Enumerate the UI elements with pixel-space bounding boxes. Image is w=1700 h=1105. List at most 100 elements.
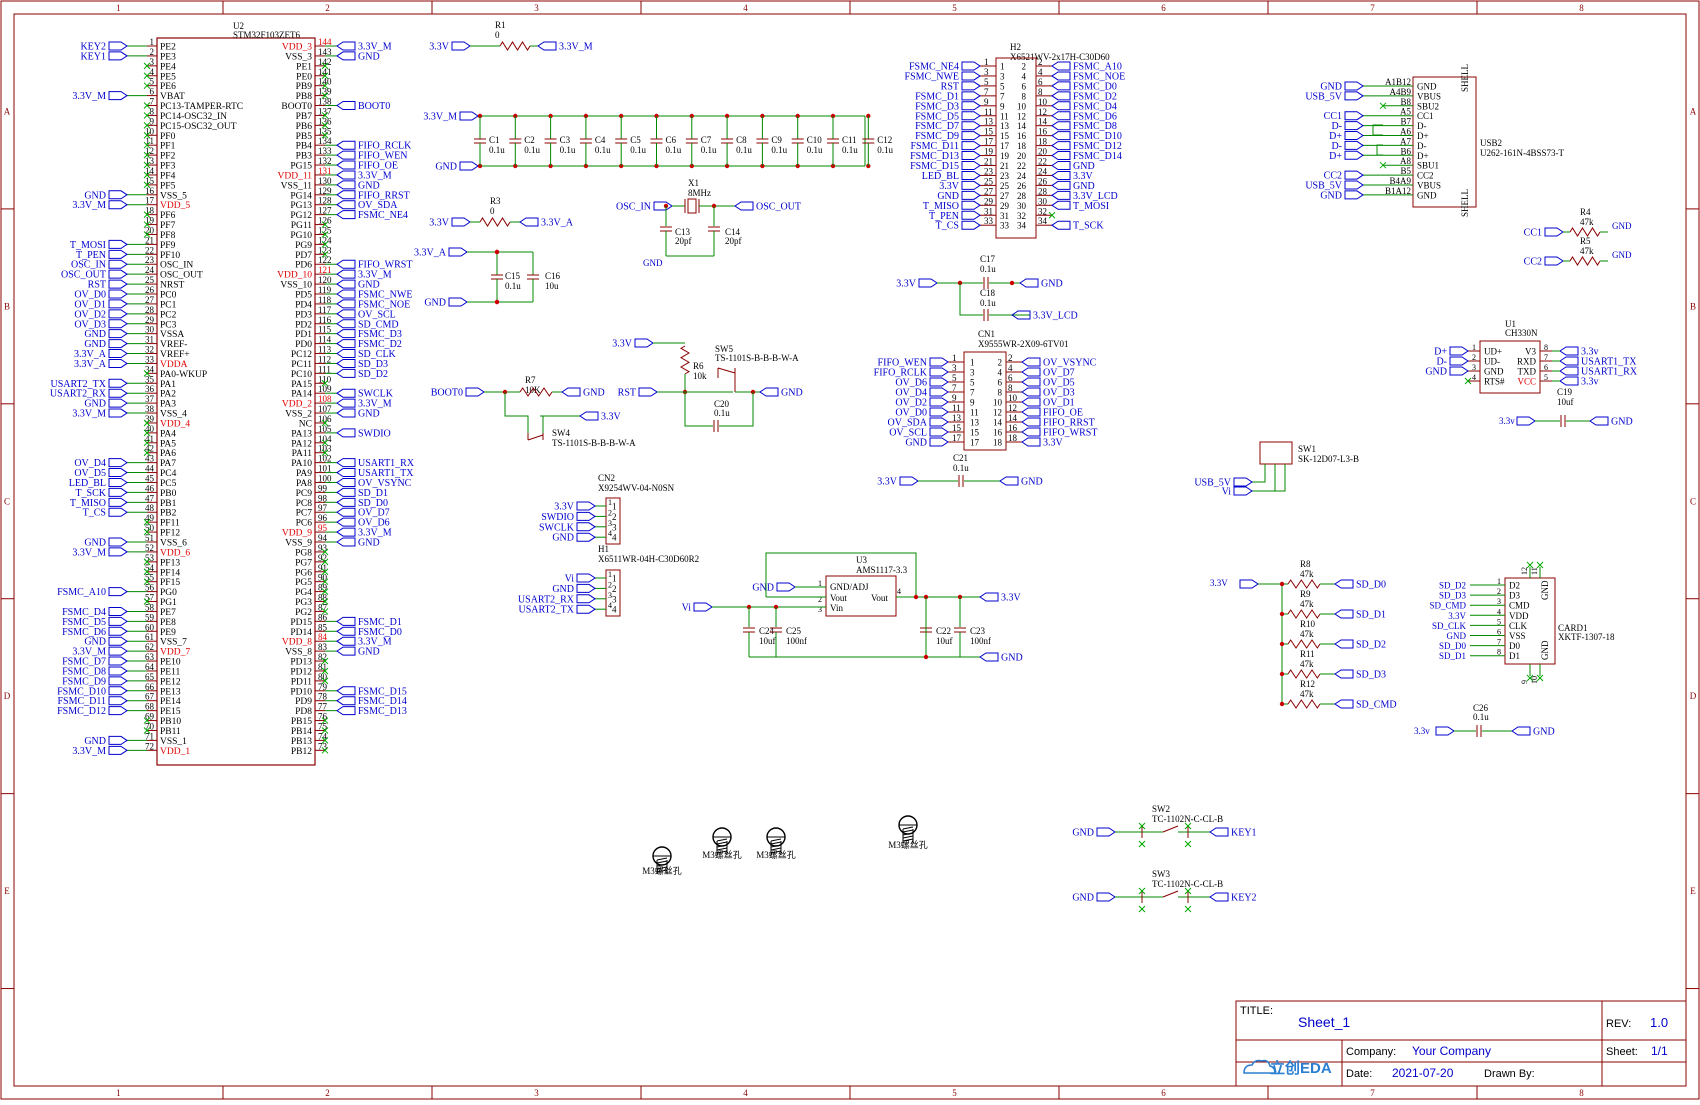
mcu-pin-name: PA15 (291, 380, 312, 390)
regulator-u3: U3AMS1117-3.3GND/ADJVoutVinVout1234GND3.… (682, 552, 1023, 664)
screw-thread (716, 841, 728, 845)
net-flag-arrow (961, 81, 981, 91)
net-label: USART2_RX (518, 594, 575, 605)
ref: R3 (490, 196, 501, 206)
pin-name: RXD (1517, 357, 1537, 367)
net-label: T_MISO (923, 201, 959, 212)
mcu-pin-name: PE1 (296, 62, 312, 72)
mcu-pin-number: 115 (318, 325, 332, 335)
net-flag: KEY2 (80, 41, 128, 53)
net-flag-arrow (1051, 170, 1071, 180)
wire (1252, 464, 1276, 492)
net-label: OV_D0 (74, 290, 106, 301)
net-flag: FSMC_D10 (1051, 131, 1122, 142)
screw-thread (770, 841, 782, 845)
net-flag-arrow (1051, 200, 1071, 210)
mcu-pin-number: 50 (145, 523, 155, 533)
mcu-pin-name: PC4 (160, 469, 177, 479)
mcu-pin-number: 15 (145, 176, 155, 186)
net-label: GND (424, 298, 446, 309)
net-flag-arrow (1021, 397, 1041, 407)
net-flag: OV_VSYNC (336, 477, 412, 489)
net-label: USART2_TX (50, 379, 106, 390)
net-flag: FSMC_D14 (1051, 151, 1122, 162)
mcu-pin-name: PE5 (160, 72, 176, 82)
net-flag: 3.3V (1021, 437, 1064, 449)
net-flag-arrow (1449, 346, 1469, 356)
pin-number: 26 (1038, 176, 1048, 186)
mcu-pin-number: 75 (318, 721, 328, 731)
net-label: GND (84, 538, 106, 549)
ref: X1 (688, 178, 699, 188)
pin-name: VBUS (1417, 181, 1441, 191)
net-label: OV_SDA (888, 418, 928, 429)
header-body (995, 57, 1037, 239)
mcu-pin-name: PF11 (160, 519, 180, 529)
pin-number: 17 (952, 433, 962, 443)
pin-number: 11 (952, 403, 961, 413)
net-label: FSMC_D12 (57, 706, 106, 717)
net-label: FSMC_D6 (1073, 111, 1117, 122)
pin-name: VCC (1517, 377, 1536, 387)
no-connect-mark (143, 231, 151, 238)
nc-stroke (143, 717, 151, 724)
pin-number: 6 (1038, 77, 1043, 87)
mcu-pin-name: PD14 (290, 628, 312, 638)
net-flag: 3.3V_A (74, 358, 128, 370)
net-flag-arrow (108, 349, 128, 359)
net-flag-arrow (1559, 366, 1579, 376)
net-label: D+ (1329, 151, 1342, 162)
mcu-pin-name: PG4 (295, 588, 312, 598)
mcu-pin-name: BOOT0 (281, 102, 312, 112)
junction-dot (923, 654, 929, 660)
net-label: OV_VSYNC (1043, 358, 1097, 369)
net-flag-arrow (108, 279, 128, 289)
nc-stroke (143, 528, 151, 536)
mcu-pin-name: PF3 (160, 162, 176, 172)
cap-ref: C23 (970, 626, 986, 636)
pin-number: 4 (608, 601, 612, 610)
zone-row-right: D (1690, 691, 1697, 701)
net-flag-arrow (108, 497, 128, 507)
net-flag-arrow (1011, 310, 1031, 320)
nc-stroke (1379, 161, 1387, 169)
net-flag-arrow (108, 745, 128, 755)
no-connect-mark (143, 727, 151, 734)
value: TS-1101S-B-B-B-W-A (715, 353, 799, 363)
zone-col-bottom: 1 (116, 1088, 121, 1098)
net-flag: GND (336, 279, 380, 291)
net-label: GND (1447, 631, 1467, 641)
net-label: 3.3V_A (541, 218, 574, 229)
mcu-pin-number: 2 (150, 47, 155, 57)
net-flag: GND (1019, 278, 1063, 290)
pin-number: B4A9 (1389, 176, 1411, 186)
net-flag-arrow (336, 200, 356, 210)
net-flag-arrow (108, 398, 128, 408)
net-flag-arrow (1589, 416, 1609, 426)
mcu-pin-number: 123 (318, 245, 332, 255)
pin-number: 31 (984, 206, 993, 216)
pin-number: 8 (1544, 343, 1548, 352)
pin-number: 1 (952, 353, 957, 363)
net-label: GND (84, 190, 106, 201)
net-flag: D- (1331, 140, 1364, 152)
net-flag: OV_D4 (895, 387, 949, 399)
mcu-pin-number: 5 (150, 77, 155, 87)
pin-name: D2 (1509, 581, 1520, 591)
mcu-pin-name: VDD_8 (282, 638, 312, 648)
net-flag: FSMC_D12 (57, 706, 128, 717)
net-flag-arrow (1021, 387, 1041, 397)
pin-number: 2 (1497, 587, 1501, 596)
net-flag-arrow (961, 190, 981, 200)
mcu-ref: U2 (233, 21, 244, 31)
no-connect-mark (143, 439, 151, 447)
net-flag: KEY2 (1209, 892, 1257, 904)
nc-stroke (321, 746, 329, 754)
net-flag-arrow (1233, 477, 1253, 487)
pin-number: 4 (608, 529, 612, 538)
net-label: T_SCK (1073, 221, 1104, 232)
screw-hole-label: M3螺丝孔 (642, 865, 682, 876)
